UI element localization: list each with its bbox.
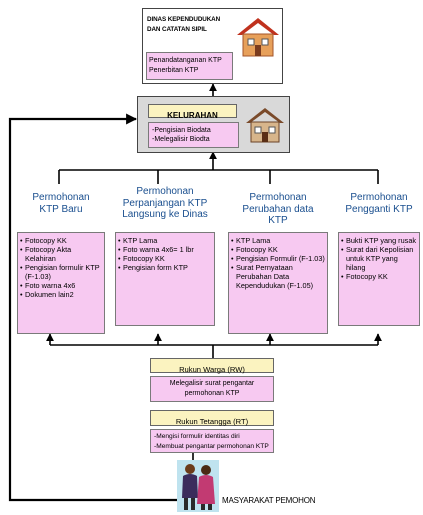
- column-title: Permohonan Perpanjangan KTP Langsung ke …: [122, 186, 208, 220]
- rt-item: -Membuat pengantar permohonan KTP: [154, 442, 269, 450]
- dinas-title: DINAS KEPENDUDUKAN DAN CATATAN SIPIL: [147, 16, 221, 33]
- column-item: Pengisian form KTP: [118, 263, 212, 272]
- dinas-item: Penerbitan KTP: [149, 67, 199, 74]
- column-perpanjangan-ktp: Permohonan Perpanjangan KTP Langsung ke …: [115, 184, 215, 326]
- left-return-arrow: [8, 113, 177, 502]
- rt-item: -Mengisi formulir identitas diri: [154, 433, 240, 440]
- column-title: Permohonan KTP Baru: [32, 192, 90, 215]
- column-title: Permohonan Pengganti KTP: [345, 192, 413, 215]
- kelurahan-title: KELURAHAN: [167, 111, 218, 120]
- kelurahan-item: -Pengisian Biodata: [152, 127, 211, 134]
- column-item: Fotocopy Akta Kelahiran: [20, 245, 102, 263]
- column-title: Permohonan Perubahan data KTP: [242, 192, 314, 226]
- column-item: Fotocopy KK: [20, 236, 102, 245]
- rw-text: Melegalisir surat pengantar permohonan K…: [169, 380, 255, 397]
- column-item: Fotocopy KK: [231, 245, 325, 254]
- column-item: Fotocopy KK: [118, 254, 212, 263]
- column-item: Pengisian formulir KTP (F-1.03): [20, 263, 102, 281]
- column-item: Dokumen lain2: [20, 290, 102, 299]
- column-items-box: Fotocopy KK Fotocopy Akta Kelahiran Peng…: [17, 232, 105, 334]
- column-item: Fotocopy KK: [341, 272, 417, 281]
- rt-title: Rukun Tetangga (RT): [175, 417, 249, 426]
- house-icon: [246, 108, 284, 143]
- column-pengganti-ktp: Permohonan Pengganti KTP Bukti KTP yang …: [338, 184, 420, 326]
- kelurahan-item: -Melegalisir Biodta: [152, 136, 210, 143]
- column-item: Foto warna 4x6: [20, 281, 102, 290]
- column-item: KTP Lama: [118, 236, 212, 245]
- rt-title-box: Rukun Tetangga (RT): [150, 410, 274, 426]
- people-icon: [177, 460, 219, 512]
- kelurahan-title-box: KELURAHAN: [148, 104, 237, 120]
- masyarakat-label: MASYARAKAT PEMOHON: [222, 496, 316, 505]
- column-items-box: Bukti KTP yang rusak Surat dari Kepolisi…: [338, 232, 420, 326]
- dinas-items-box: Penandatanganan KTP Penerbitan KTP: [146, 52, 233, 80]
- rw-title: Rukun Warga (RW): [179, 365, 245, 374]
- column-item: KTP Lama: [231, 236, 325, 245]
- column-item: Foto warna 4x6= 1 lbr: [118, 245, 212, 254]
- dinas-item: Penandatanganan KTP: [149, 57, 222, 64]
- house-icon: [237, 18, 279, 57]
- dinas-box: DINAS KEPENDUDUKAN DAN CATATAN SIPIL Pen…: [142, 8, 283, 84]
- kelurahan-items-box: -Pengisian Biodata -Melegalisir Biodta: [148, 122, 239, 148]
- column-item: Bukti KTP yang rusak: [341, 236, 417, 245]
- column-item: Surat Pernyataan Perubahan Data Kependud…: [231, 263, 325, 290]
- kelurahan-box: KELURAHAN -Pengisian Biodata -Melegalisi…: [137, 96, 290, 153]
- column-perubahan-data-ktp: Permohonan Perubahan data KTP KTP Lama F…: [228, 184, 328, 334]
- rt-items-box: -Mengisi formulir identitas diri -Membua…: [150, 429, 274, 453]
- rw-text-box: Melegalisir surat pengantar permohonan K…: [150, 376, 274, 402]
- column-items-box: KTP Lama Foto warna 4x6= 1 lbr Fotocopy …: [115, 232, 215, 326]
- column-item: Surat dari Kepolisian untuk KTP yang hil…: [341, 245, 417, 272]
- column-ktp-baru: Permohonan KTP Baru Fotocopy KK Fotocopy…: [17, 184, 105, 334]
- rw-title-box: Rukun Warga (RW): [150, 358, 274, 374]
- column-items-box: KTP Lama Fotocopy KK Pengisian Formulir …: [228, 232, 328, 334]
- column-item: Pengisian Formulir (F-1.03): [231, 254, 325, 263]
